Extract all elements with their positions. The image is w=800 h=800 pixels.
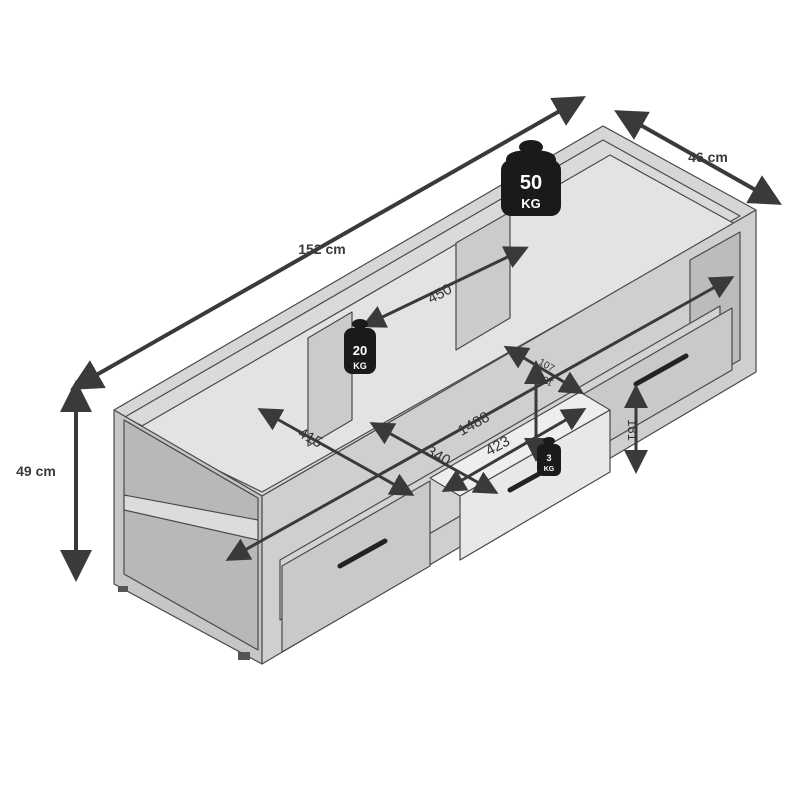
depth-label: 46 cm <box>688 149 728 165</box>
foot-left <box>118 586 128 592</box>
depth-arrow <box>614 110 782 205</box>
outer-dimensions <box>60 96 782 582</box>
cabinet-body <box>113 125 757 665</box>
weight-50-value: 50 <box>520 172 542 194</box>
foot-front <box>238 652 250 660</box>
arrow-423 <box>441 407 587 493</box>
height-label: 49 cm <box>16 463 56 479</box>
weight-3-unit: KG <box>544 466 555 473</box>
weight-20-unit: KG <box>353 361 367 371</box>
inner-dimensions <box>225 246 735 561</box>
cabinet-feet <box>118 586 250 660</box>
weight-3-value: 3 <box>546 453 551 463</box>
width-label: 152 cm <box>298 241 345 257</box>
weight-50-unit: KG <box>521 196 541 211</box>
weight-20-value: 20 <box>353 343 367 358</box>
weight-50kg-icon: 50 KG <box>501 140 561 216</box>
weight-20kg-icon: 20 KG <box>344 319 376 374</box>
label-181: 181 <box>625 419 640 441</box>
left-shelf-cavity <box>123 419 259 651</box>
weight-3kg-icon: 3 KG <box>537 437 561 476</box>
width-arrow <box>70 96 586 390</box>
